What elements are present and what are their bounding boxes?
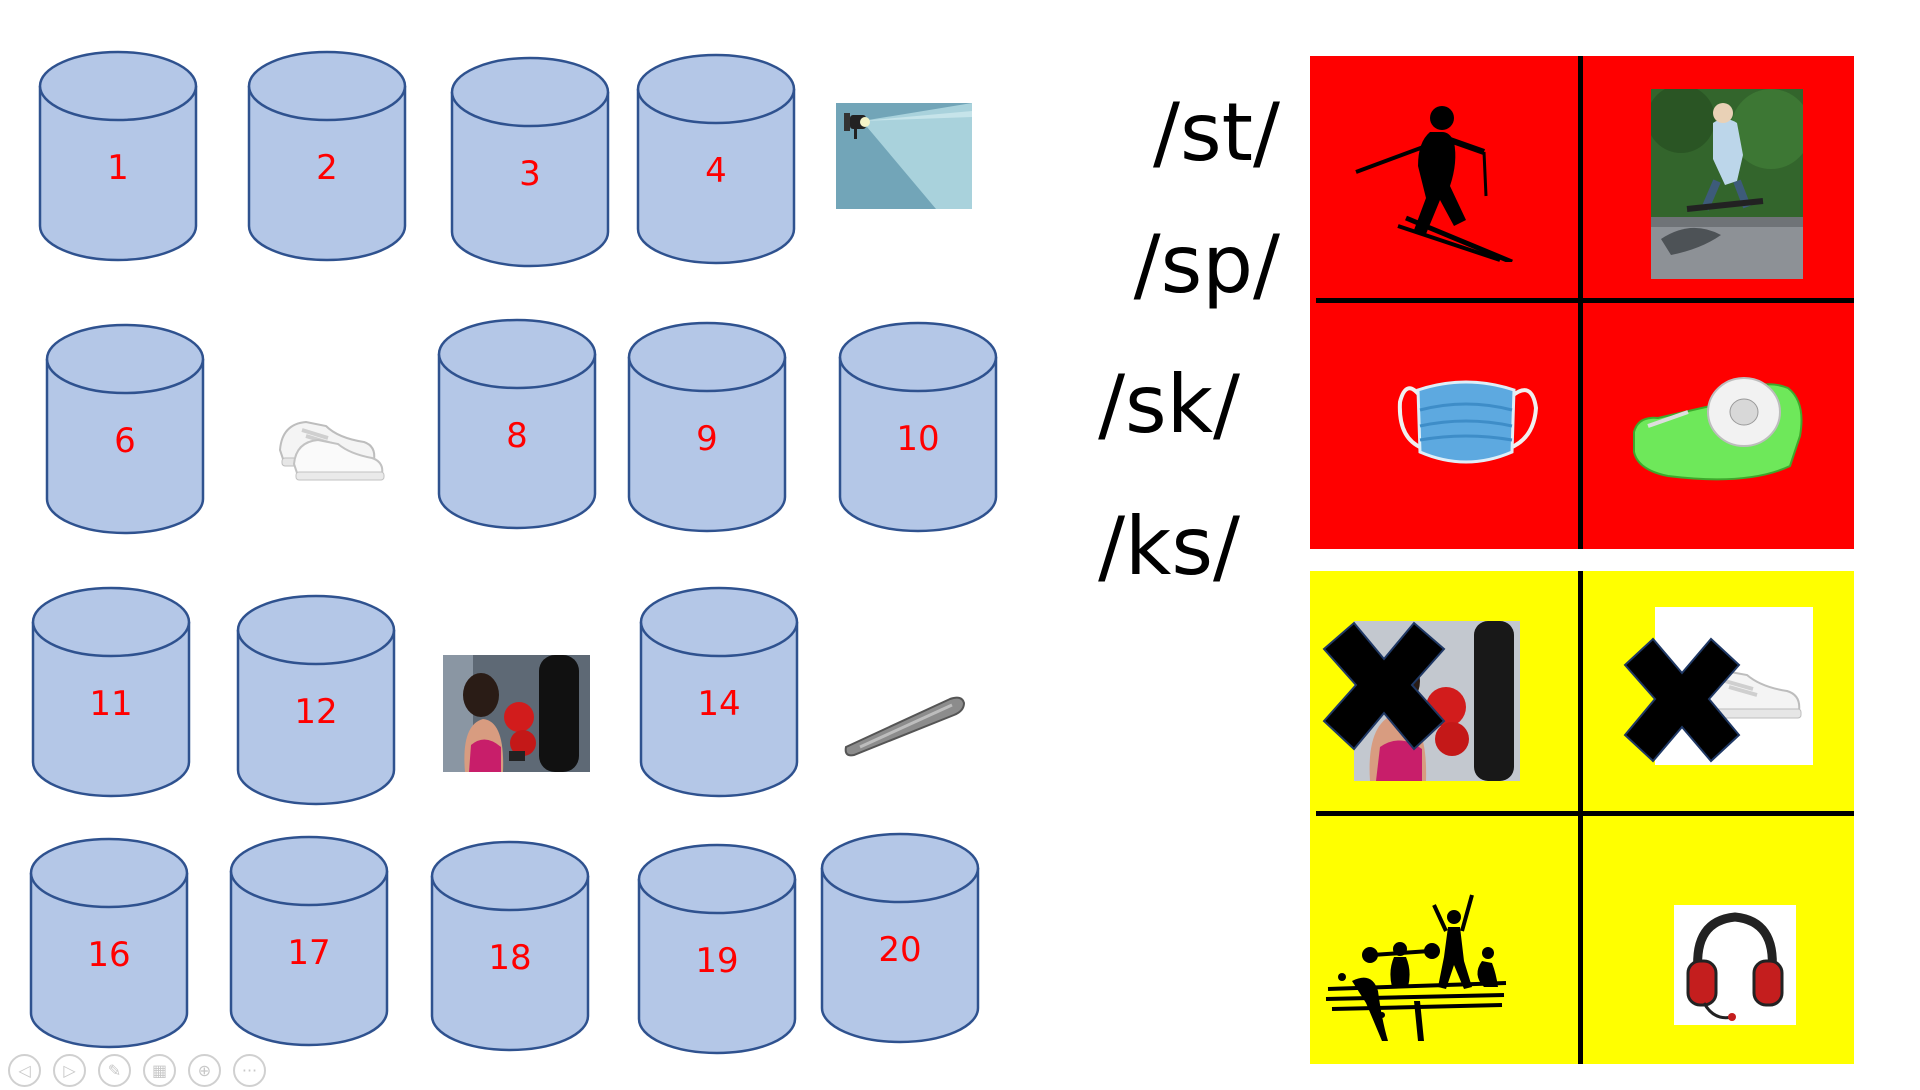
cylinder-17[interactable]: 17 (229, 835, 389, 1047)
more-options-icon[interactable]: ··· (233, 1054, 266, 1087)
cylinder-number: 19 (695, 941, 739, 981)
fitness-silhouette-image[interactable] (1322, 891, 1510, 1051)
cylinder-shape (29, 837, 189, 1049)
cylinder-number: 4 (705, 151, 727, 191)
cylinder-number: 12 (294, 692, 338, 732)
cross-mark-icon (1617, 635, 1747, 765)
skier-image[interactable] (1346, 102, 1526, 262)
cylinder-8[interactable]: 8 (437, 318, 597, 530)
pen-image[interactable] (840, 685, 970, 765)
spotlight-image[interactable] (836, 103, 972, 209)
cylinder-4[interactable]: 4 (636, 53, 796, 265)
sound-label-st: /st/ (1153, 86, 1280, 179)
cross-mark-icon (1316, 619, 1452, 753)
cylinder-number: 1 (107, 148, 129, 188)
cylinder-9[interactable]: 9 (627, 321, 787, 533)
cylinder-number: 20 (878, 930, 922, 970)
cylinder-number: 9 (696, 419, 718, 459)
cylinder-2[interactable]: 2 (247, 50, 407, 262)
previous-slide-icon[interactable]: ◁ (8, 1054, 41, 1087)
face-mask-image[interactable] (1392, 368, 1540, 478)
next-slide-icon[interactable]: ▷ (53, 1054, 86, 1087)
cylinder-shape (437, 318, 597, 530)
sound-label-sk: /sk/ (1098, 358, 1240, 451)
cylinder-number: 6 (114, 421, 136, 461)
cylinder-shape (820, 832, 980, 1044)
cylinder-shape (627, 321, 787, 533)
board-divider-vertical (1578, 571, 1583, 1064)
cylinder-number: 2 (316, 148, 338, 188)
cylinder-number: 16 (87, 935, 131, 975)
cylinder-shape (45, 323, 205, 535)
cylinder-number: 8 (506, 416, 528, 456)
cylinder-18[interactable]: 18 (430, 840, 590, 1052)
cylinder-shape (838, 321, 998, 533)
cylinder-14[interactable]: 14 (639, 586, 799, 798)
board-divider-horizontal (1316, 811, 1854, 816)
cylinder-shape (430, 840, 590, 1052)
cylinder-number: 18 (488, 938, 532, 978)
boxer-image[interactable] (443, 655, 590, 772)
cylinder-number: 3 (519, 154, 541, 194)
cylinder-12[interactable]: 12 (236, 594, 396, 806)
cylinder-shape (636, 53, 796, 265)
cylinder-shape (637, 843, 797, 1055)
red-answer-board (1310, 56, 1854, 549)
cylinder-shape (38, 50, 198, 262)
cylinder-shape (229, 835, 389, 1047)
cylinder-number: 17 (287, 933, 331, 973)
cylinder-shape (247, 50, 407, 262)
sound-label-sp: /sp/ (1133, 218, 1280, 311)
cylinder-number: 11 (89, 684, 133, 724)
see-all-slides-icon[interactable]: ▦ (143, 1054, 176, 1087)
skateboarder-image[interactable] (1651, 89, 1803, 279)
cylinder-number: 14 (697, 684, 741, 724)
slideshow-toolbar: ◁ ▷ ✎ ▦ ⊕ ··· (8, 1054, 266, 1090)
cylinder-6[interactable]: 6 (45, 323, 205, 535)
cylinder-shape (236, 594, 396, 806)
cylinder-1[interactable]: 1 (38, 50, 198, 262)
cylinder-20[interactable]: 20 (820, 832, 980, 1044)
cylinder-19[interactable]: 19 (637, 843, 797, 1055)
cylinder-11[interactable]: 11 (31, 586, 191, 798)
board-divider-horizontal (1316, 298, 1854, 303)
cylinder-shape (450, 56, 610, 268)
sound-label-ks: /ks/ (1098, 500, 1240, 593)
zoom-icon[interactable]: ⊕ (188, 1054, 221, 1087)
yellow-answer-board (1310, 571, 1854, 1064)
cylinder-10[interactable]: 10 (838, 321, 998, 533)
headphones-image[interactable] (1674, 905, 1796, 1025)
cylinder-shape (31, 586, 191, 798)
cylinder-16[interactable]: 16 (29, 837, 189, 1049)
tape-dispenser-image[interactable] (1628, 356, 1808, 488)
cylinder-number: 10 (896, 419, 940, 459)
pen-tool-icon[interactable]: ✎ (98, 1054, 131, 1087)
cylinder-3[interactable]: 3 (450, 56, 610, 268)
cylinder-shape (639, 586, 799, 798)
sneakers-image[interactable] (268, 378, 390, 498)
